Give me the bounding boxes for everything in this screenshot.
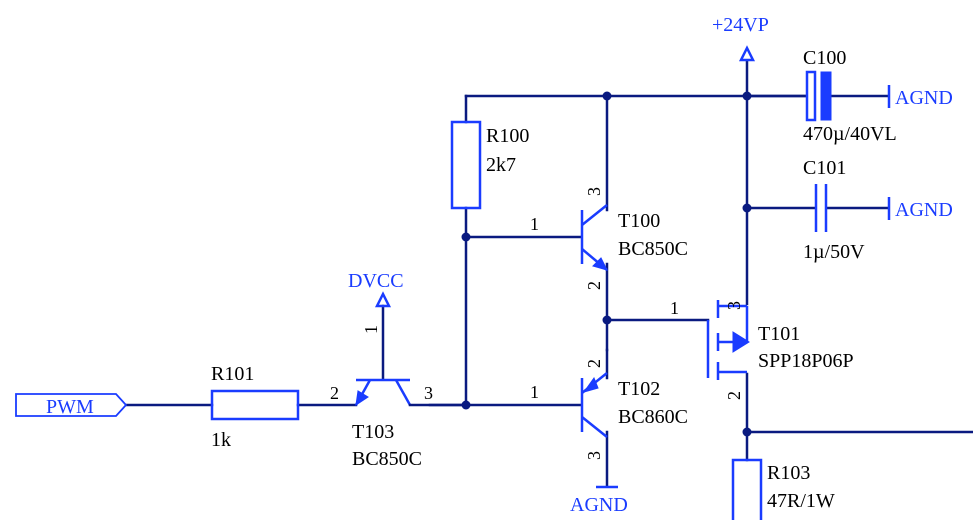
t103-ref: T103 [352, 421, 394, 443]
r103-value: 47R/1W [767, 490, 835, 512]
c101-value: 1µ/50V [803, 241, 865, 263]
supply-24vp-symbol: +24VP [712, 14, 769, 62]
cap-plate-icon [805, 70, 817, 122]
transistor-t100: 1 3 2 T100 BC850C [530, 187, 688, 290]
agnd-t102-symbol: AGND [570, 485, 628, 516]
t103-pin-base: 2 [330, 383, 339, 403]
t101-pin-gate: 1 [670, 298, 679, 318]
transistor-t101: 1 3 2 T101 SPP18P06P [670, 298, 854, 400]
power-arrow-icon [738, 45, 756, 62]
capacitor-c100: C100 470µ/40VL [745, 47, 897, 145]
t101-pin-drain: 2 [724, 391, 744, 400]
junction-dot [742, 427, 752, 437]
junction-dot [602, 91, 612, 101]
emitter-arrow-icon [582, 376, 599, 393]
supply-label: +24VP [712, 14, 769, 36]
t100-pin-base: 1 [530, 214, 539, 234]
c101-ref: C101 [803, 157, 846, 179]
t100-value: BC850C [618, 238, 688, 260]
resistor-body-icon [731, 458, 763, 520]
transistor-right-leg-icon [394, 379, 412, 406]
transistor-collector-icon [581, 204, 608, 226]
pwm-port: PWM [15, 393, 128, 418]
resistor-r101: R101 1k [210, 363, 300, 451]
t103-pin-emitter: 3 [424, 383, 433, 403]
t101-pin-source: 3 [724, 301, 744, 310]
t102-ref: T102 [618, 378, 660, 400]
t100-pin-emitter: 2 [584, 281, 604, 290]
agnd-c100-symbol: AGND [887, 85, 953, 109]
emitter-arrow-icon [592, 257, 608, 271]
wires [124, 60, 973, 488]
agnd-c101-symbol: AGND [887, 197, 953, 221]
resistor-body-icon [210, 389, 300, 421]
t101-value: SPP18P06P [758, 350, 854, 372]
pwm-label: PWM [46, 396, 94, 418]
mosfet-arrow-icon [732, 331, 750, 353]
r103-ref: R103 [767, 462, 810, 484]
transistor-t103: 1 2 3 T103 BC850C [330, 325, 468, 470]
agnd-label-c100: AGND [895, 87, 953, 109]
dvcc-symbol: DVCC [348, 270, 404, 308]
t103-value: BC850C [352, 448, 422, 470]
t100-pin-collector: 3 [584, 187, 604, 196]
power-arrow-icon [374, 291, 392, 308]
c100-ref: C100 [803, 47, 846, 69]
transistor-t102: 1 2 3 T102 BC860C [530, 359, 688, 460]
port-icon [15, 393, 128, 417]
agnd-label-c101: AGND [895, 199, 953, 221]
junction-dot [461, 232, 471, 242]
r100-ref: R100 [486, 125, 529, 147]
t101-ref: T101 [758, 323, 800, 345]
junction-dot [742, 203, 752, 213]
resistor-body-icon [450, 120, 482, 210]
t102-pin-emitter: 2 [584, 359, 604, 368]
t102-pin-collector: 3 [584, 451, 604, 460]
resistor-r103: R103 47R/1W [731, 458, 835, 520]
t100-ref: T100 [618, 210, 660, 232]
emitter-arrow-icon [355, 390, 369, 407]
transistor-collector-icon [581, 416, 608, 438]
t102-value: BC860C [618, 406, 688, 428]
r101-value: 1k [211, 429, 231, 451]
resistor-r100: R100 2k7 [450, 120, 529, 210]
c100-value: 470µ/40VL [803, 123, 897, 145]
dvcc-label: DVCC [348, 270, 404, 292]
cap-plate-icon [820, 71, 832, 121]
t103-pin-collector: 1 [361, 325, 381, 334]
junction-dot [602, 315, 612, 325]
t102-pin-base: 1 [530, 382, 539, 402]
agnd-label-t102: AGND [570, 494, 628, 516]
r101-ref: R101 [211, 363, 254, 385]
r100-value: 2k7 [486, 154, 516, 176]
capacitor-c101: C101 1µ/50V [803, 157, 865, 263]
